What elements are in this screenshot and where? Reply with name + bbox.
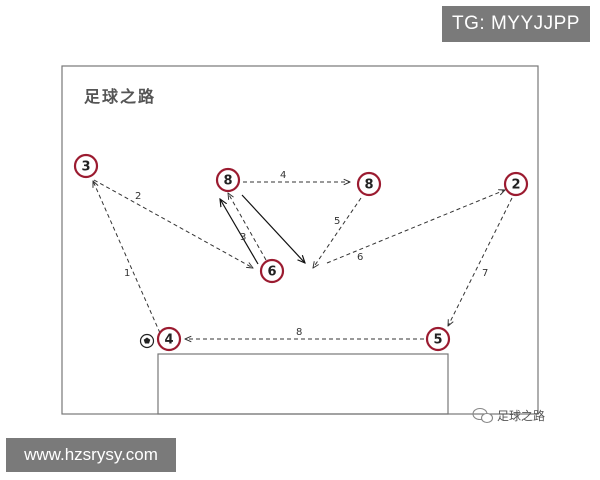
pass-label-4: 4 (280, 170, 286, 181)
player-8-left: 8 (215, 167, 241, 193)
telegram-text: TG: MYYJJPP (452, 13, 580, 34)
player-5: 5 (425, 326, 451, 352)
player-8-right-number: 8 (364, 178, 373, 193)
website-url-text: www.hzsrysy.com (24, 445, 158, 464)
player-3-number: 3 (81, 160, 90, 175)
pass-label-5: 5 (334, 216, 340, 227)
player-6-number: 6 (267, 265, 276, 280)
watermark: 足球之路 (472, 407, 545, 424)
wechat-icon (472, 407, 494, 424)
run-line-6-to-8 (220, 199, 259, 265)
run-line-8-to-space (241, 194, 305, 263)
pass-label-6: 6 (357, 252, 363, 263)
pass-label-2: 2 (135, 191, 141, 202)
pass-label-1: 1 (124, 268, 130, 279)
soccer-ball-icon (139, 333, 155, 349)
player-4-number: 4 (164, 333, 173, 348)
pass-line-7 (448, 197, 513, 326)
pass-line-3 (228, 193, 267, 261)
diagram-title: 足球之路 (84, 87, 156, 106)
pass-line-2 (93, 179, 253, 268)
pass-label-3: 3 (240, 232, 246, 243)
watermark-text: 足球之路 (497, 408, 545, 423)
player-8-left-number: 8 (223, 174, 232, 189)
pass-label-8: 8 (296, 327, 302, 338)
pitch-boundary (61, 65, 539, 415)
telegram-badge: TG: MYYJJPP (442, 6, 590, 42)
website-badge: www.hzsrysy.com (6, 438, 176, 472)
player-3: 3 (73, 153, 99, 179)
player-8-right: 8 (356, 171, 382, 197)
player-4: 4 (156, 326, 182, 352)
player-2: 2 (503, 171, 529, 197)
penalty-box (157, 353, 449, 415)
pass-label-7: 7 (482, 268, 488, 279)
pass-line-5 (313, 197, 362, 268)
player-2-number: 2 (511, 178, 520, 193)
player-5-number: 5 (433, 333, 442, 348)
player-6: 6 (259, 258, 285, 284)
